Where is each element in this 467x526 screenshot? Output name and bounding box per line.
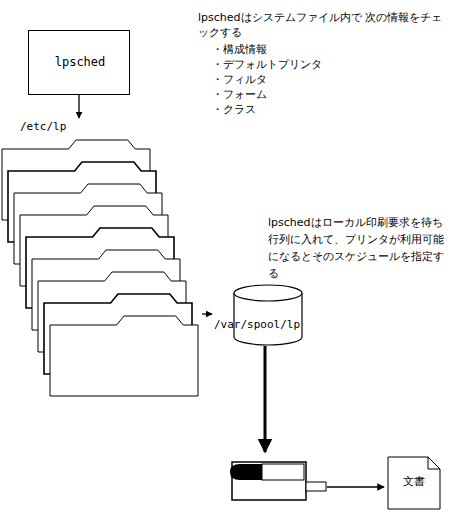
flow-arrow bbox=[327, 486, 384, 488]
flow-arrow bbox=[78, 95, 79, 118]
note-text: lpschedはローカル印刷要求を待ち行列に入れて、プリンタが利用可能になるとそ… bbox=[268, 214, 448, 282]
printer-icon bbox=[230, 462, 326, 500]
cylinder-outline bbox=[212, 283, 304, 347]
folders-node: /etc/lp bbox=[0, 118, 202, 398]
node-text: lpsched bbox=[29, 55, 131, 69]
page-node: 文書 bbox=[386, 455, 442, 511]
note-text: ・デフォルトプリンタ bbox=[212, 57, 322, 72]
flow-arrow bbox=[264, 346, 267, 452]
node-text: /etc/lp bbox=[20, 120, 66, 134]
note-text: ・クラス bbox=[212, 102, 256, 117]
cylinder-top bbox=[234, 285, 302, 301]
node-text: 文書 bbox=[386, 475, 442, 489]
cylinder-node: /var/spool/lp bbox=[212, 283, 304, 347]
node-text: /var/spool/lp bbox=[214, 318, 300, 332]
printer-output bbox=[306, 482, 326, 491]
folder-shape bbox=[50, 316, 198, 396]
printer-drum bbox=[230, 464, 262, 480]
note-text: ・フォーム bbox=[212, 87, 267, 102]
process-box: lpsched bbox=[28, 30, 130, 95]
note-text: lpschedはシステムファイル内で 次の情報をチェックする bbox=[198, 10, 448, 40]
flow-arrow bbox=[202, 313, 212, 314]
note-text: ・構成情報 bbox=[212, 42, 267, 57]
folders-outline bbox=[0, 118, 202, 398]
printer-tray bbox=[262, 464, 304, 480]
note-text: ・フィルタ bbox=[212, 72, 267, 87]
